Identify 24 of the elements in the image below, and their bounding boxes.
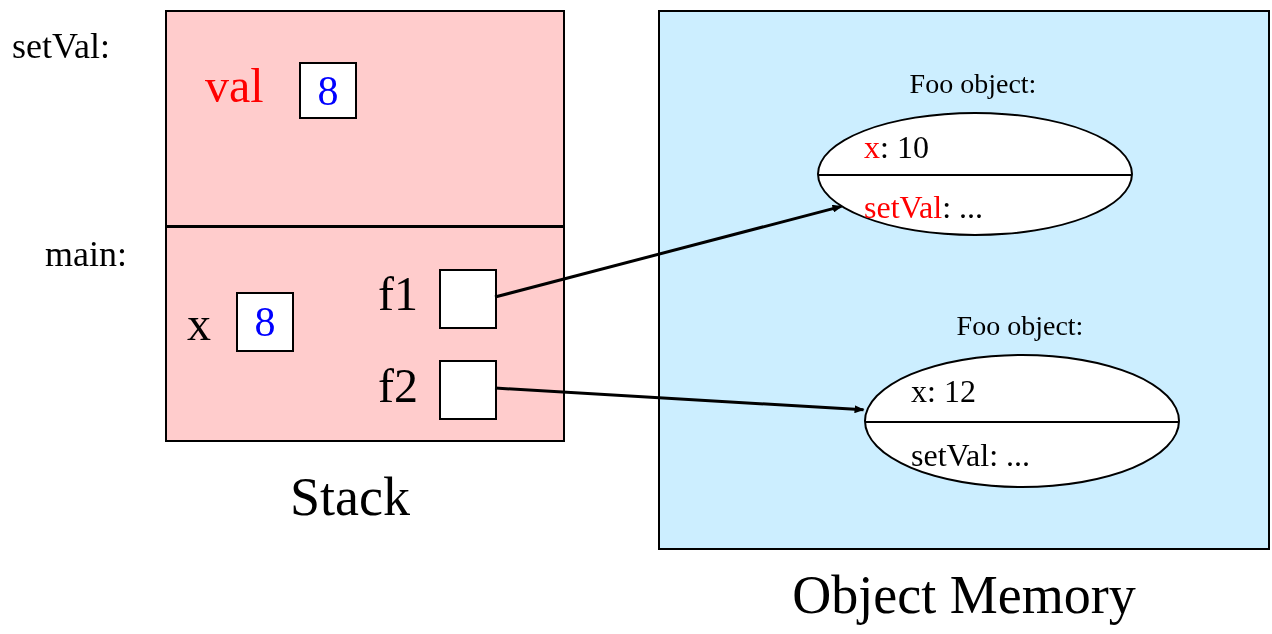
frame-label: main: (45, 236, 127, 272)
field-text: x: 12 (911, 374, 976, 407)
variable-name: x (187, 300, 211, 348)
variable-name: val (205, 62, 264, 110)
object-memory-area (658, 10, 1270, 550)
value-box (439, 360, 497, 420)
variable-name: f1 (378, 270, 418, 318)
field-text: x: 10 (864, 131, 929, 164)
stack-frame (165, 226, 565, 442)
stack-frame (165, 10, 565, 227)
frame-label: setVal: (12, 28, 110, 64)
object-title: Foo object: (909, 70, 1037, 98)
field-text: setVal: ... (864, 190, 984, 223)
object-title: Foo object: (956, 312, 1084, 340)
value-box (299, 62, 357, 119)
value-box (236, 292, 294, 352)
arrow (494, 386, 865, 414)
caption: Stack (290, 470, 410, 524)
field-text: setVal: ... (911, 439, 1031, 472)
value-box (439, 269, 497, 329)
arrow (494, 204, 843, 299)
value: 8 (317, 69, 339, 112)
variable-name: f2 (378, 362, 418, 410)
value: 8 (254, 301, 276, 343)
